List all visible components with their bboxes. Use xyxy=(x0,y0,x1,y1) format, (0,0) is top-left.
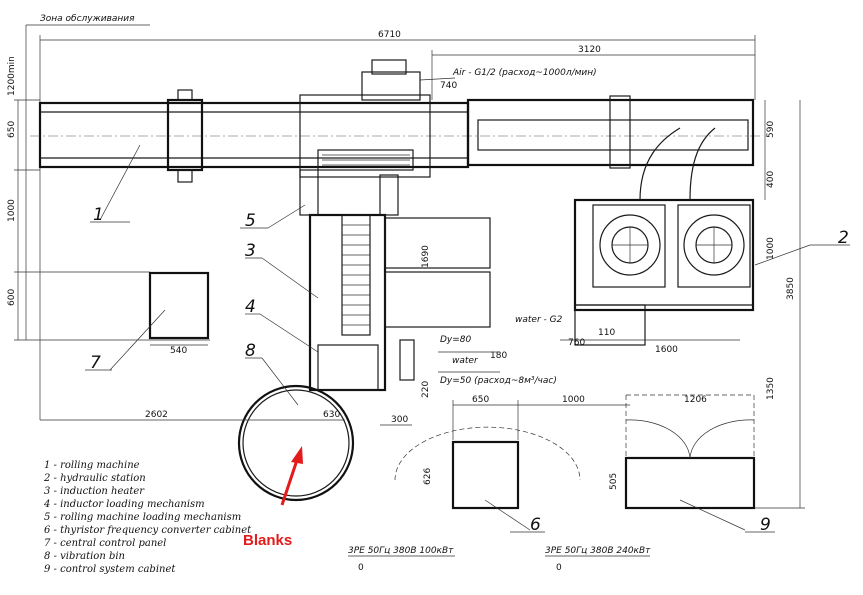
dim-590: 590 xyxy=(766,121,776,138)
top-dimensions: 6710 3120 Зона обслуживания 1200min 650 … xyxy=(7,14,756,420)
dim-1206: 1206 xyxy=(684,395,707,405)
legend-item-2: 2 - hydraulic station xyxy=(43,473,146,484)
callout-2: 2 xyxy=(838,228,849,248)
dy50-label: Dy=50 (расход~8м³/час) xyxy=(440,376,557,386)
dim-540: 540 xyxy=(170,346,187,356)
dim-650: 650 xyxy=(7,121,17,138)
vibration-bin: 2602 630 300 xyxy=(40,384,412,502)
dim-740: 740 xyxy=(440,81,457,91)
dim-626: 626 xyxy=(423,468,433,485)
legend-item-1: 1 - rolling machine xyxy=(44,460,140,471)
dim-400: 400 xyxy=(766,171,776,188)
dim-1350: 1350 xyxy=(766,377,776,400)
power-6: 3PE 50Гц 380В 240кВт xyxy=(545,546,651,556)
legend-item-3: 3 - induction heater xyxy=(44,486,145,497)
dim-220: 220 xyxy=(421,381,431,398)
callouts: 1 2 3 4 5 6 7 8 9 xyxy=(85,144,850,535)
legend-item-9: 9 - control system cabinet xyxy=(44,564,176,575)
dim-6710: 6710 xyxy=(378,30,401,40)
dim-1200min: 1200min xyxy=(7,56,17,96)
legend-item-7: 7 - central control panel xyxy=(44,538,166,549)
converter-cabinet: 650 1000 626 3PE 50Гц 380В 240кВт 0 xyxy=(394,395,651,573)
control-system-cabinet: 1206 1350 505 3850 3PE 50Гц 380В 100кВт … xyxy=(348,100,805,573)
dim-3850: 3850 xyxy=(786,277,796,300)
dim-630: 630 xyxy=(323,410,340,420)
callout-1: 1 xyxy=(93,205,104,225)
dim-1690: 1690 xyxy=(421,245,431,268)
dim-600: 600 xyxy=(7,289,17,306)
dim-505: 505 xyxy=(609,473,619,490)
legend: 1 - rolling machine 2 - hydraulic statio… xyxy=(43,460,252,575)
central-control-panel: 540 xyxy=(148,271,210,356)
legend-item-8: 8 - vibration bin xyxy=(44,551,125,562)
water-label: water xyxy=(452,356,479,366)
callout-8: 8 xyxy=(245,341,256,361)
ground-0b: 0 xyxy=(358,563,364,573)
dim-3120: 3120 xyxy=(578,45,601,55)
dy80-label: Dy=80 xyxy=(440,335,472,345)
callout-4: 4 xyxy=(245,297,256,317)
legend-item-4: 4 - inductor loading mechanism xyxy=(43,499,205,510)
hydraulic-station: 110 1600 1000 water - G2 760 xyxy=(515,127,776,355)
service-zone-label: Зона обслуживания xyxy=(40,14,135,24)
blanks-annotation: Blanks xyxy=(243,446,303,549)
dim-110: 110 xyxy=(598,328,615,338)
dim-1000c: 1000 xyxy=(562,395,585,405)
callout-7: 7 xyxy=(90,353,101,373)
callout-3: 3 xyxy=(245,241,256,261)
dim-650b: 650 xyxy=(472,395,489,405)
callout-6: 6 xyxy=(530,515,541,535)
callout-9: 9 xyxy=(760,515,771,535)
power-9: 3PE 50Гц 380В 100кВт xyxy=(348,546,454,556)
dim-2602: 2602 xyxy=(145,410,168,420)
dim-1600: 1600 xyxy=(655,345,678,355)
dim-1000b: 1000 xyxy=(766,237,776,260)
blanks-label: Blanks xyxy=(243,532,292,549)
dim-760: 760 xyxy=(568,338,585,348)
induction-heater: 1690 220 Dy=80 water 180 Dy=50 (расход~8… xyxy=(299,169,557,398)
dim-300: 300 xyxy=(391,415,408,425)
dim-180: 180 xyxy=(490,351,507,361)
arrow-up-icon xyxy=(291,446,303,464)
dim-1000: 1000 xyxy=(7,199,17,222)
legend-item-6: 6 - thyristor frequency converter cabine… xyxy=(44,525,252,536)
air-note: Air - G1/2 (расход~1000л/мин) xyxy=(452,68,597,78)
callout-5: 5 xyxy=(245,211,256,231)
ground-0a: 0 xyxy=(556,563,562,573)
legend-item-5: 5 - rolling machine loading mechanism xyxy=(44,512,241,523)
rolling-machine: Air - G1/2 (расход~1000л/мин) 740 590 40… xyxy=(30,59,776,200)
water-g2-label: water - G2 xyxy=(515,315,563,325)
